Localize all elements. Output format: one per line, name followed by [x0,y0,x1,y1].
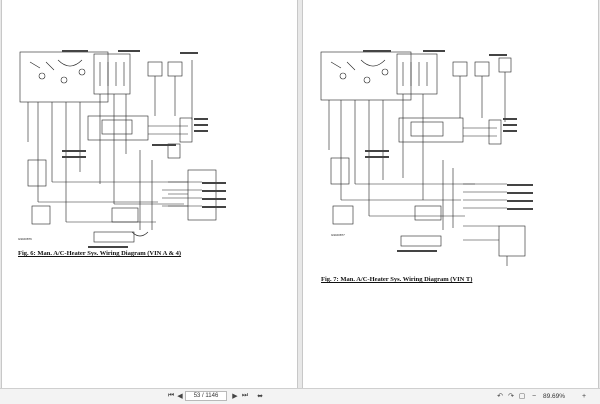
page-number-input[interactable]: 53 / 1146 [185,391,227,401]
first-page-icon[interactable]: ⏮ [167,392,175,399]
wiring-diagram-fig6: G90J0876 [18,50,226,248]
previous-page-icon[interactable]: ◀ [177,393,183,400]
document-page-53: G90J0876 Fig. 6: Man. A/C-Heater Sys. Wi… [2,0,297,388]
diagram-code: G90J0877 [331,233,345,237]
document-page-54: G90J0877 Fig. 7: Man. A/C-Heater Sys. Wi… [303,0,598,388]
rotate-right-icon[interactable]: ↷ [508,393,514,400]
zoom-level[interactable]: 89.69% [543,392,566,400]
last-page-icon[interactable]: ⏭ [241,392,249,399]
zoom-out-icon[interactable]: − [531,392,537,400]
zoom-in-icon[interactable]: + [581,392,587,400]
next-page-icon[interactable]: ▶ [232,393,238,400]
rotate-left-icon[interactable]: ↶ [497,393,503,400]
diagram-code: G90J0876 [18,237,32,241]
figure-caption: Fig. 6: Man. A/C-Heater Sys. Wiring Diag… [18,250,182,257]
fit-width-icon[interactable]: ⬌ [257,393,263,400]
figure-caption: Fig. 7: Man. A/C-Heater Sys. Wiring Diag… [321,276,473,283]
wiring-diagram-fig7: G90J0877 [320,50,533,266]
viewer-toolbar: ⏮ ◀ 53 / 1146 ▶ ⏭ ⬌ ↶ ↷ ▢ − 89.69% + [0,388,600,404]
fit-page-icon[interactable]: ▢ [518,393,526,400]
